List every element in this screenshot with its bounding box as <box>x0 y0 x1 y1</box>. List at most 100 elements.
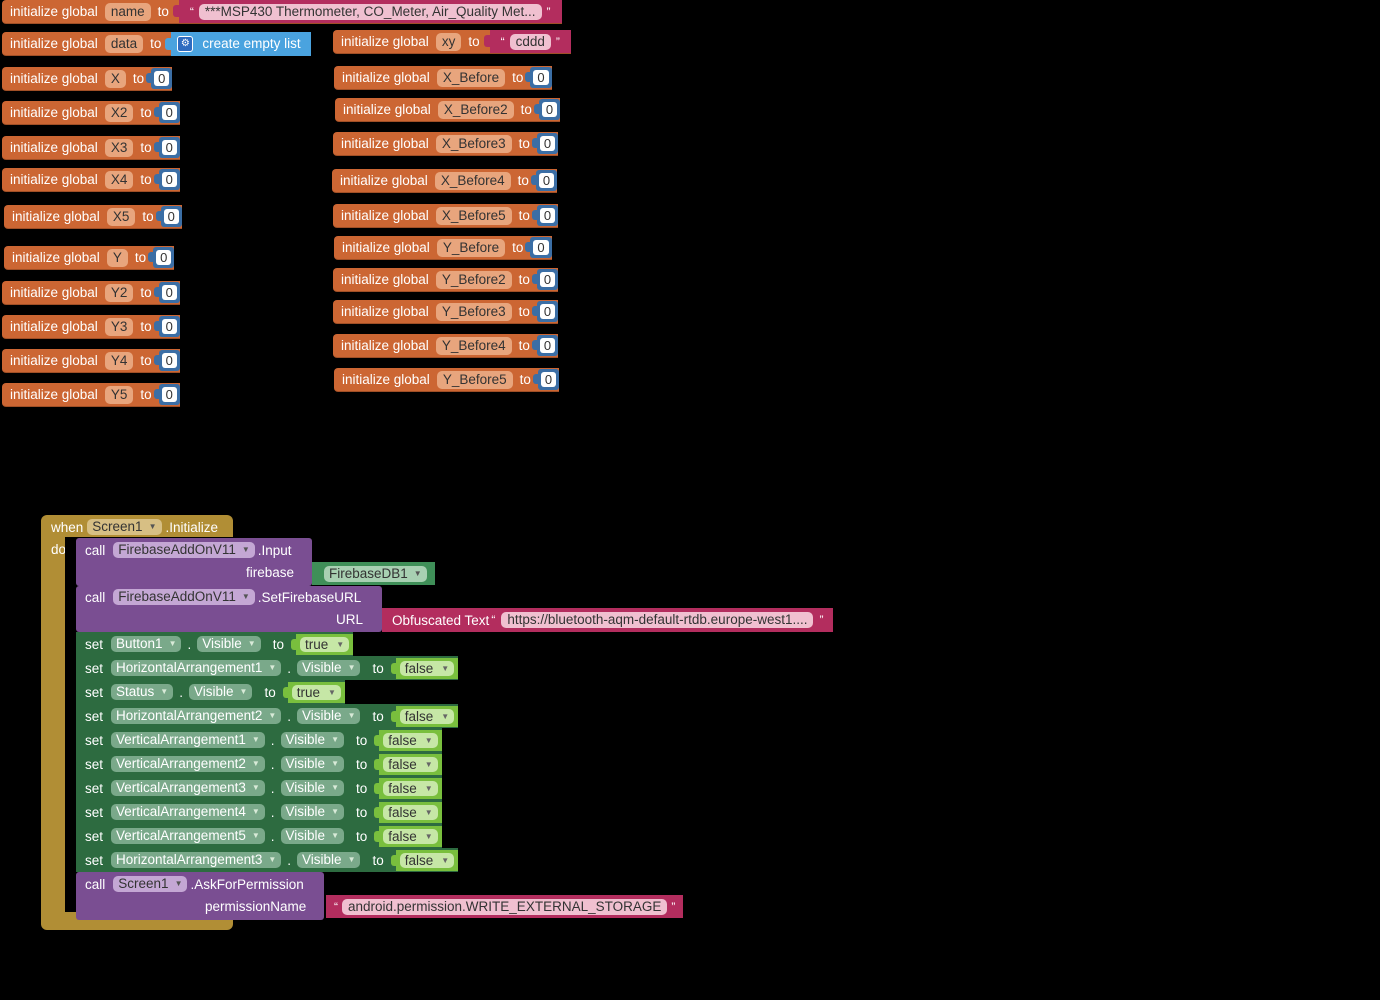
number-block[interactable]: 0 <box>153 282 180 303</box>
number-block[interactable]: 0 <box>155 206 182 227</box>
component-dropdown[interactable]: VerticalArrangement3▼ <box>111 780 265 796</box>
global-y4-block[interactable]: initialize global Y4 to 0 <box>2 349 180 373</box>
component-dropdown[interactable]: HorizontalArrangement2▼ <box>111 708 282 724</box>
boolean-block[interactable]: false▼ <box>374 753 442 775</box>
boolean-block[interactable]: false▼ <box>374 777 442 799</box>
number-block[interactable]: 0 <box>153 384 180 405</box>
component-dropdown[interactable]: HorizontalArrangement3▼ <box>111 852 282 868</box>
var-name-field[interactable]: Y4 <box>104 351 134 370</box>
gear-icon[interactable]: ⚙ <box>177 35 194 52</box>
global-y-before2-block[interactable]: initialize global Y_Before2 to 0 <box>333 268 559 292</box>
number-block[interactable]: 0 <box>153 350 180 371</box>
string-block[interactable]: “ ***MSP430 Thermometer, CO_Meter, Air_Q… <box>172 0 562 23</box>
component-dropdown[interactable]: FirebaseAddOnV11▼ <box>113 542 255 558</box>
obfuscated-text-block[interactable]: Obfuscated Text “ https://bluetooth-aqm-… <box>382 608 834 632</box>
string-value[interactable]: cddd <box>509 33 551 50</box>
var-name-field[interactable]: Y_Before5 <box>436 370 513 389</box>
number-block[interactable]: 0 <box>148 247 175 268</box>
var-name-field[interactable]: X_Before2 <box>437 100 514 119</box>
set-verticalarrangement3-visible-block[interactable]: set VerticalArrangement3▼ . Visible▼ to … <box>76 776 442 800</box>
var-name-field[interactable]: X_Before3 <box>435 134 512 153</box>
var-name-field[interactable]: X4 <box>104 170 134 189</box>
global-x-before2-block[interactable]: initialize global X_Before2 to 0 <box>335 98 561 122</box>
component-dropdown[interactable]: Screen1▼ <box>113 876 188 892</box>
global-y-before-block[interactable]: initialize global Y_Before to 0 <box>334 236 552 260</box>
number-block[interactable]: 0 <box>153 169 180 190</box>
property-dropdown[interactable]: Visible▼ <box>280 732 344 748</box>
component-dropdown[interactable]: VerticalArrangement1▼ <box>111 732 265 748</box>
var-name-field[interactable]: Y_Before2 <box>435 270 512 289</box>
var-name-field[interactable]: X2 <box>104 103 134 122</box>
global-x2-block[interactable]: initialize global X2 to 0 <box>2 101 180 125</box>
number-block[interactable]: 0 <box>153 102 180 123</box>
property-dropdown[interactable]: Visible▼ <box>297 660 361 676</box>
property-dropdown[interactable]: Visible▼ <box>197 636 261 652</box>
var-name-field[interactable]: Y5 <box>104 385 134 404</box>
var-name-field[interactable]: xy <box>435 32 462 51</box>
var-name-field[interactable]: X3 <box>104 138 134 157</box>
var-name-field[interactable]: X_Before5 <box>435 206 512 225</box>
component-dropdown[interactable]: Status▼ <box>111 684 174 700</box>
component-dropdown[interactable]: FirebaseDB1▼ <box>324 565 427 582</box>
set-horizontalarrangement2-visible-block[interactable]: set HorizontalArrangement2▼ . Visible▼ t… <box>76 704 459 728</box>
global-data-block[interactable]: initialize global data to ⚙ create empty… <box>2 31 311 56</box>
firebasedb1-component-block[interactable]: FirebaseDB1▼ <box>312 562 435 585</box>
set-verticalarrangement2-visible-block[interactable]: set VerticalArrangement2▼ . Visible▼ to … <box>76 752 442 776</box>
boolean-block[interactable]: false▼ <box>374 801 442 823</box>
var-name-field[interactable]: Y3 <box>104 317 134 336</box>
component-dropdown[interactable]: FirebaseAddOnV11▼ <box>113 589 255 605</box>
set-horizontalarrangement3-visible-block[interactable]: set HorizontalArrangement3▼ . Visible▼ t… <box>76 848 459 872</box>
permission-value[interactable]: android.permission.WRITE_EXTERNAL_STORAG… <box>342 898 668 915</box>
boolean-block[interactable]: false▼ <box>374 729 442 751</box>
global-x-before3-block[interactable]: initialize global X_Before3 to 0 <box>333 132 559 156</box>
component-dropdown[interactable]: VerticalArrangement5▼ <box>111 828 265 844</box>
set-horizontalarrangement1-visible-block[interactable]: set HorizontalArrangement1▼ . Visible▼ t… <box>76 656 459 680</box>
global-x-block[interactable]: initialize global X to 0 <box>2 67 173 91</box>
call-set-firebase-url-block[interactable]: call FirebaseAddOnV11▼ .SetFirebaseURL U… <box>76 586 382 632</box>
global-x-before5-block[interactable]: initialize global X_Before5 to 0 <box>333 204 559 228</box>
global-x3-block[interactable]: initialize global X3 to 0 <box>2 136 180 160</box>
number-block[interactable]: 0 <box>531 269 559 290</box>
var-name-field[interactable]: X5 <box>106 207 136 226</box>
url-value[interactable]: https://bluetooth-aqm-default-rtdb.europ… <box>501 612 814 628</box>
set-verticalarrangement4-visible-block[interactable]: set VerticalArrangement4▼ . Visible▼ to … <box>76 800 442 824</box>
property-dropdown[interactable]: Visible▼ <box>280 756 344 772</box>
number-block[interactable]: 0 <box>531 301 559 322</box>
var-name-field[interactable]: Y_Before3 <box>435 302 512 321</box>
global-x4-block[interactable]: initialize global X4 to 0 <box>2 168 180 192</box>
boolean-block[interactable]: true▼ <box>290 633 354 655</box>
component-dropdown[interactable]: Button1▼ <box>111 636 182 652</box>
var-name-field[interactable]: Y_Before4 <box>435 336 512 355</box>
set-button1-visible-block[interactable]: set Button1▼ . Visible▼ to true▼ <box>76 632 354 656</box>
var-name-field[interactable]: Y <box>106 248 128 267</box>
boolean-block[interactable]: false▼ <box>390 705 459 727</box>
var-name-field[interactable]: Y_Before <box>436 238 506 257</box>
boolean-block[interactable]: false▼ <box>390 849 459 871</box>
boolean-block[interactable]: false▼ <box>374 825 442 847</box>
number-block[interactable]: 0 <box>533 99 561 120</box>
number-block[interactable]: 0 <box>146 68 173 89</box>
number-block[interactable]: 0 <box>153 316 180 337</box>
property-dropdown[interactable]: Visible▼ <box>297 852 361 868</box>
global-x-before4-block[interactable]: initialize global X_Before4 to 0 <box>332 169 558 193</box>
var-name-field[interactable]: Y2 <box>104 283 134 302</box>
boolean-block[interactable]: false▼ <box>390 657 459 679</box>
number-block[interactable]: 0 <box>531 335 559 356</box>
global-y3-block[interactable]: initialize global Y3 to 0 <box>2 315 180 339</box>
property-dropdown[interactable]: Visible▼ <box>188 684 253 700</box>
global-y2-block[interactable]: initialize global Y2 to 0 <box>2 281 180 305</box>
global-name-block[interactable]: initialize global name to “ ***MSP430 Th… <box>2 0 562 24</box>
global-xy-block[interactable]: initialize global xy to “ cddd ” <box>333 30 571 54</box>
call-ask-for-permission-block[interactable]: call Screen1▼ .AskForPermission permissi… <box>76 872 324 920</box>
component-dropdown[interactable]: HorizontalArrangement1▼ <box>111 660 282 676</box>
property-dropdown[interactable]: Visible▼ <box>280 828 344 844</box>
global-y-before5-block[interactable]: initialize global Y_Before5 to 0 <box>334 368 560 392</box>
global-y-block[interactable]: initialize global Y to 0 <box>4 246 175 270</box>
var-name-field[interactable]: data <box>104 34 144 53</box>
event-component-dropdown[interactable]: Screen1▼ <box>87 519 162 535</box>
set-verticalarrangement5-visible-block[interactable]: set VerticalArrangement5▼ . Visible▼ to … <box>76 824 442 848</box>
set-status-visible-block[interactable]: set Status▼ . Visible▼ to true▼ <box>76 680 345 704</box>
number-block[interactable]: 0 <box>532 369 560 390</box>
create-empty-list-block[interactable]: ⚙ create empty list <box>165 31 311 56</box>
var-name-field[interactable]: name <box>104 2 151 21</box>
